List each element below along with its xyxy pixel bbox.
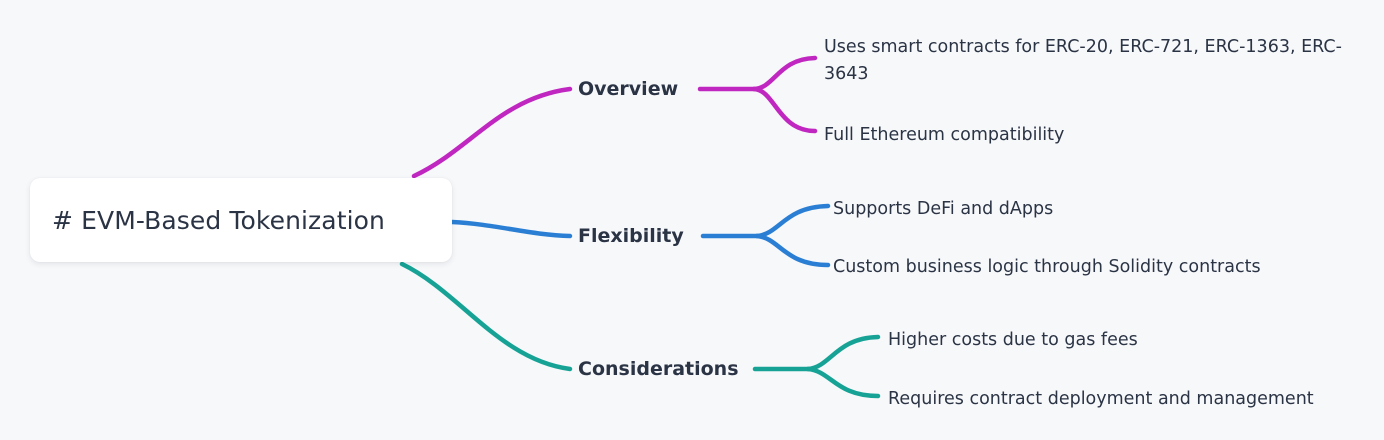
leaf-label-overview-1[interactable]: Uses smart contracts for ERC-20, ERC-721… [824, 37, 1342, 84]
root-node-label: # EVM-Based Tokenization [52, 205, 385, 235]
edge-root-to-overview [411, 86, 573, 179]
edge-root-to-flexibility [449, 219, 573, 239]
leaf-label-considerations-1[interactable]: Higher costs due to gas fees [888, 330, 1138, 350]
branch-label-flexibility[interactable]: Flexibility [578, 225, 684, 247]
edge-flexibility-to-child-2 [754, 233, 831, 268]
leaf-label-overview-2[interactable]: Full Ethereum compatibility [824, 125, 1065, 145]
edge-overview-to-child-1 [751, 55, 818, 92]
branch-label-overview[interactable]: Overview [578, 78, 679, 100]
root-node[interactable]: # EVM-Based Tokenization [30, 178, 452, 262]
leaf-label-flexibility-1[interactable]: Supports DeFi and dApps [833, 199, 1054, 219]
edge-overview-to-child-2 [751, 86, 818, 134]
edge-considerations-to-child-1 [805, 334, 881, 372]
edge-considerations-to-child-2 [805, 366, 881, 399]
edge-root-to-considerations [399, 261, 573, 372]
branch-label-considerations[interactable]: Considerations [578, 358, 739, 380]
leaf-label-considerations-2[interactable]: Requires contract deployment and managem… [888, 389, 1314, 409]
edge-flexibility-to-child-1 [754, 203, 831, 239]
leaf-label-flexibility-2[interactable]: Custom business logic through Solidity c… [833, 257, 1261, 277]
